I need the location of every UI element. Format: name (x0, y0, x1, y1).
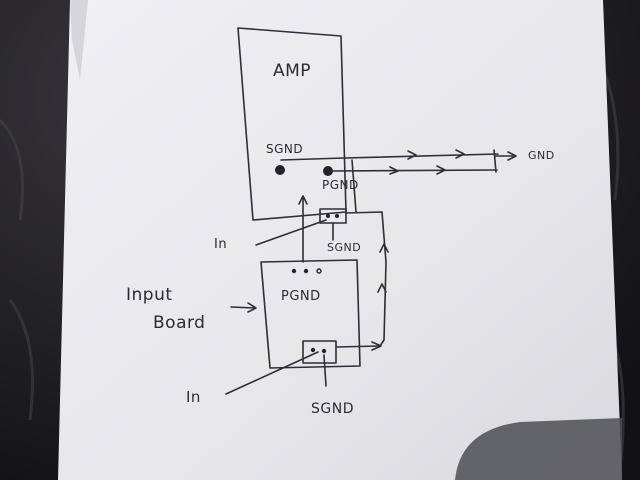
input-board-label-line2: Board (153, 313, 205, 333)
return-arrow-3 (371, 341, 382, 351)
in-upper-label: In (214, 237, 227, 252)
pgnd-board-label: PGND (281, 289, 321, 304)
return-arrow-2 (377, 283, 387, 293)
pgnd-arrow-1 (389, 166, 399, 175)
amp-label: AMP (273, 61, 311, 81)
amp-input-arrow-left (298, 195, 308, 205)
sgnd-bottom-lead (323, 354, 327, 387)
sgnd-arrow-1 (407, 150, 417, 160)
amp-input-wire-right (351, 159, 357, 213)
in-lower-label: In (186, 388, 201, 406)
gnd-arrowhead (507, 151, 517, 161)
sgnd-mid-label: SGND (327, 241, 361, 254)
return-wire (335, 211, 387, 348)
sgnd-arrow-2 (455, 149, 465, 159)
sgnd-bottom-label: SGND (311, 401, 354, 417)
pgnd-amp-label: PGND (322, 178, 359, 192)
lower-connector (302, 340, 337, 364)
gnd-merge-bracket (493, 149, 514, 173)
input-board-label-line1: Input (126, 285, 173, 305)
paper-sheet (58, 0, 622, 480)
input-board-box (260, 259, 361, 369)
in-lower-lead (225, 351, 319, 395)
pgnd-amp-terminal (323, 166, 333, 176)
input-board-pointer (230, 306, 256, 309)
return-arrow-1 (379, 243, 389, 253)
sgnd-amp-label: SGND (266, 142, 303, 156)
gnd-label: GND (528, 149, 555, 162)
sgnd-amp-terminal (275, 165, 285, 175)
in-upper-lead (255, 219, 327, 246)
pgnd-arrow-2 (436, 165, 446, 175)
sgnd-wire (280, 153, 499, 161)
pgnd-wire (328, 169, 498, 172)
